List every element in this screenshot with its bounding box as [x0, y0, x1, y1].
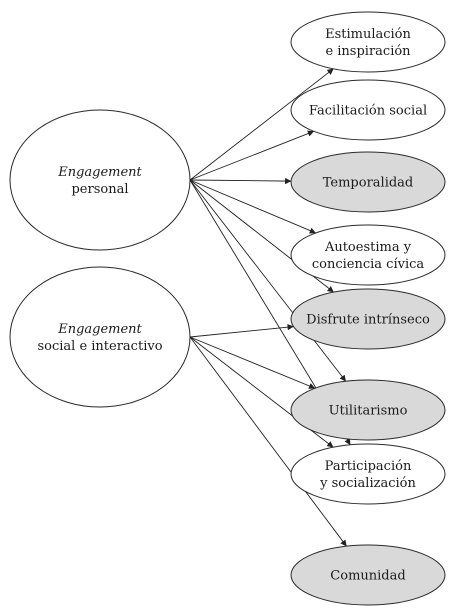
- arrow-social-to-comunidad: [189, 336, 347, 547]
- target-node-ellipse: [290, 224, 446, 286]
- source-node-label-line: social e interactivo: [37, 339, 162, 354]
- target-node-label-line: y socialización: [319, 476, 416, 491]
- source-node-personal: Engagement personal: [9, 109, 191, 251]
- arrow-personal-to-autoestima: [189, 179, 317, 234]
- arrow-personal-to-utilitarismo: [189, 179, 347, 382]
- target-node-label-line: Disfrute intrínseco: [306, 313, 430, 328]
- arrow-personal-to-temporalidad: [189, 177, 292, 185]
- target-node-comunidad: Comunidad: [290, 544, 446, 606]
- source-node-ellipse: [9, 266, 191, 408]
- target-node-ellipse: [290, 79, 446, 141]
- arrow-personal-to-estimulacion: [189, 68, 334, 181]
- target-node-ellipse: [290, 151, 446, 213]
- target-node-utilitarismo: Utilitarismo: [290, 379, 446, 441]
- target-node-estimulacion: Estimulación e inspiración: [290, 11, 446, 73]
- arrow-social-to-disfrute: [189, 324, 294, 338]
- source-node-ellipse: [9, 109, 191, 251]
- source-node-label-line: personal: [71, 182, 128, 197]
- source-node-label-line: Engagement: [57, 322, 142, 337]
- target-node-participacion: Participación y socialización: [290, 443, 446, 505]
- target-node-facilitacion: Facilitación social: [290, 79, 446, 141]
- target-node-autoestima: Autoestima y conciencia cívica: [290, 224, 446, 286]
- target-node-label-line: Comunidad: [330, 569, 405, 584]
- target-node-label-line: Utilitarismo: [329, 404, 408, 419]
- target-node-disfrute: Disfrute intrínseco: [290, 288, 446, 350]
- target-node-label-line: Estimulación: [325, 27, 411, 42]
- target-node-ellipse: [290, 379, 446, 441]
- target-node-label-line: conciencia cívica: [312, 257, 425, 272]
- source-node-label-line: Engagement: [57, 165, 142, 180]
- target-node-ellipse: [290, 443, 446, 505]
- target-node-ellipse: [290, 11, 446, 73]
- target-node-ellipse: [290, 544, 446, 606]
- target-node-label-line: Temporalidad: [323, 176, 414, 191]
- target-node-label-line: Facilitación social: [309, 104, 427, 119]
- arrow-personal-to-facilitacion: [189, 130, 315, 181]
- target-node-temporalidad: Temporalidad: [290, 151, 446, 213]
- source-node-social: Engagement social e interactivo: [9, 266, 191, 408]
- target-node-label-line: e inspiración: [325, 44, 411, 59]
- target-node-label-line: Participación: [325, 459, 412, 474]
- target-node-label-line: Autoestima y: [324, 240, 412, 255]
- arrow-social-to-utilitarismo: [189, 336, 316, 389]
- target-node-ellipse: [290, 288, 446, 350]
